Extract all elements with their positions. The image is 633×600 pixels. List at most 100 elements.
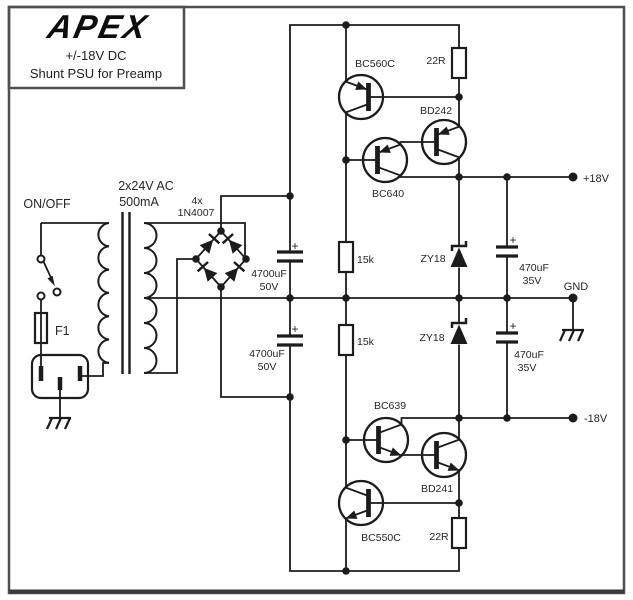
transistor-bd242-emitter-arrow [437,126,450,135]
junction-dot [455,294,463,302]
wire [400,417,573,425]
wire [80,362,109,377]
junction-dot [342,436,350,444]
junction-dot [286,393,294,401]
title-voltage-line: +/-18V DC [65,48,126,63]
r15-bot-label: 15k [357,336,375,348]
cap2-value-label: 4700uF [249,348,285,360]
resistor-22r-top [450,46,468,80]
cap1-voltage-label: 50V [260,281,279,293]
bc550c-label: BC550C [361,532,401,544]
junction-dot [242,255,250,263]
transformer-primary-winding [97,222,110,364]
transistor-bc560c-lead [345,103,369,114]
rectifier-qty-label: 4x [191,195,203,207]
bc640-label: BC640 [372,188,404,200]
output-gnd-label: GND [564,281,589,293]
output-neg-label: -18V [584,413,608,425]
bd241-label: BD241 [421,483,453,495]
transformer-secondary-winding [143,222,158,374]
bridge-diode [224,267,239,282]
transistor-bc550c-lead [345,486,369,497]
rectifier-part-label: 1N4007 [178,207,215,219]
junction-dot [217,283,225,291]
transistor-bc639-lead [378,423,402,434]
bridge-diode-bar [196,261,209,273]
bd242-label: BD242 [420,105,452,117]
bridge-diode-bar [208,233,221,245]
cap4-voltage-label: 35V [518,362,537,374]
on-off-label: ON/OFF [23,197,71,211]
wire [45,417,54,430]
bridge-diode [228,239,243,254]
junction-dot [342,294,350,302]
junction-dot [455,499,463,507]
junction-dot [503,414,511,422]
apex-logo: APEX [43,9,152,46]
zener-zy18-top-bar [450,241,468,251]
resistor-15k-top [337,240,355,274]
wire [576,329,585,342]
wire [558,329,567,342]
resistor-15k-bottom [337,323,355,357]
terminal-pos-18v [568,172,578,182]
wire [399,175,573,178]
cap3-voltage-label: 35V [523,275,542,287]
wire [399,141,422,145]
junction-dot [286,192,294,200]
cap2-polarity-plus: + [291,322,298,336]
switch-lever-arrow [47,275,55,286]
junction-dot [192,255,200,263]
zener-top-label: ZY18 [420,253,445,265]
title-description-line: Shunt PSU for Preamp [30,66,162,81]
resistor-22r-bottom [450,516,468,550]
r22-top-label: 22R [426,55,446,67]
bridge-diode [203,267,218,282]
fuse-body [33,311,49,345]
wire [289,345,460,572]
transistor-bc550c-emitter-arrow [345,510,358,519]
title-block-box [7,5,186,90]
bridge-diode [199,239,214,254]
wire [220,287,290,398]
junction-dot [455,414,463,422]
wire [220,195,290,231]
transformer-spec-line1: 2x24V AC [118,179,174,193]
transistor-bc640-emitter-arrow [378,144,391,153]
transistor-bd242-lead [436,148,460,159]
transistor-bd241-emitter-arrow [447,462,460,471]
bridge-diode-bar [233,261,246,273]
terminal-neg-18v [568,413,578,423]
transformer-spec-line2: 500mA [119,195,159,209]
zener-zy18-bottom-bar [450,318,468,328]
r15-top-label: 15k [357,254,375,266]
mains-plug [30,353,90,400]
transistor-bd241-lead [436,438,460,449]
junction-dot [455,93,463,101]
terminal-gnd [568,293,578,303]
junction-dot [286,294,294,302]
cap3-value-label: 470uF [519,262,549,274]
junction-dot [342,567,350,575]
junction-dot [217,227,225,235]
wire [63,417,72,430]
junction-dot [342,21,350,29]
zener-zy18-top [450,247,468,267]
cap3-polarity-plus: + [509,233,516,247]
transistor-bc639-emitter-arrow [389,447,402,456]
output-pos-label: +18V [583,173,610,185]
bc639-label: BC639 [374,400,406,412]
wire [289,24,460,252]
r22-bot-label: 22R [429,531,449,543]
wire [144,258,196,374]
transistor-bc640-lead [377,166,401,177]
junction-dot [455,173,463,181]
schematic-border [7,5,626,595]
zener-bot-label: ZY18 [419,332,444,344]
fuse-label: F1 [55,324,70,338]
zener-zy18-bottom [450,324,468,344]
wire [567,329,576,342]
cap1-polarity-plus: + [291,239,298,253]
